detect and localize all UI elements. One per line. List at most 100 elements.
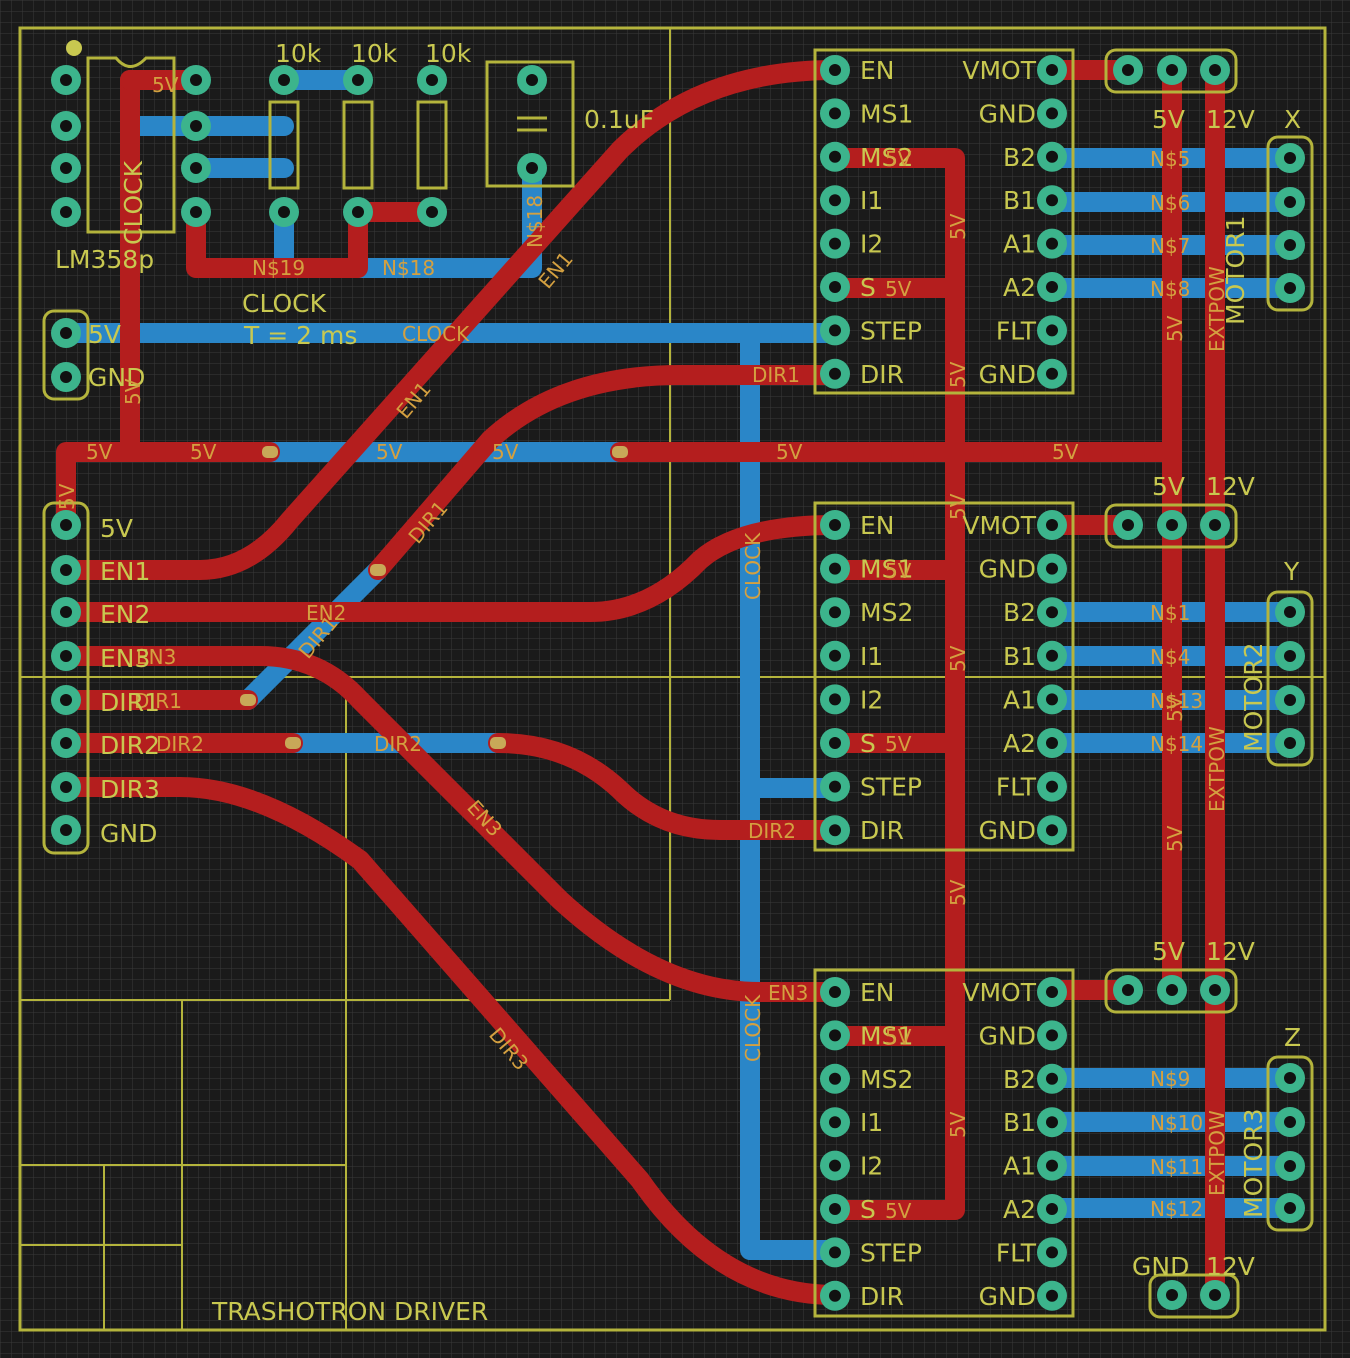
driver-pin-label: B1 [1003,186,1036,215]
motor1-header-outline [1266,135,1314,312]
rail-5v-label: 5V [1052,440,1079,464]
pad-hole [60,519,72,531]
driver-5v-label: 5V [885,1199,912,1223]
pad-hole [190,206,202,218]
trace-top-dir1 [368,365,845,580]
motor2-name-label: MOTOR2 [1239,643,1268,752]
pad-hole [60,781,72,793]
pad-hole [1166,984,1178,996]
pad-hole [829,737,841,749]
pad-hole [1209,1289,1221,1301]
driver-pin-label: I1 [860,186,883,215]
pad-hole [1046,281,1058,293]
driver-5v-label: 5V [885,277,912,301]
pad-hole [829,237,841,250]
motor-net-label: N$9 [1150,1067,1190,1091]
rail-5v-label: 5V [776,440,803,464]
pad-hole [1046,1072,1058,1085]
pad-hole [60,371,72,383]
pad-hole [829,519,841,531]
vmot1-12v-label: 12V [1206,105,1255,134]
driver-pin-label: A2 [1003,729,1036,758]
net-dir2-label: DIR2 [374,732,422,756]
pad-hole [1284,196,1296,208]
pad-hole [829,780,841,793]
rail-5v-label: 5V [86,440,113,464]
pad-hole [1046,324,1058,337]
trace-bottom-dir1 [238,560,388,710]
driver-pin-label: FLT [996,1238,1037,1267]
net-dir2-label: DIR2 [748,819,796,843]
rail-extpow-vertical-label: EXTPOW [1205,266,1229,352]
pad-hole [829,194,841,207]
driver-5v-vertical-label: 5V [946,879,970,906]
net-n19-label: N$19 [252,256,305,280]
pad-hole [526,74,538,86]
motor1-name-label: MOTOR1 [1221,216,1250,325]
pad-hole [1046,780,1058,793]
driver-5v-vertical-label: 5V [946,645,970,672]
pad-hole [60,74,72,86]
pad-hole [1284,1202,1296,1214]
vmot1-header-outline [1104,48,1238,94]
via [612,446,628,458]
resistor1-label: 10k [275,39,322,68]
rail-5v-label: 5V [492,440,519,464]
driver-5v-vertical-label: 5V [946,213,970,240]
board-outline [18,26,1327,1332]
pad-hole [1046,737,1058,749]
driver-pin-label: I1 [860,1108,883,1137]
net-dir1-label: DIR1 [752,363,800,387]
pad-hole [1046,367,1058,380]
driver-5v-label: 5V [885,1025,912,1049]
vmot2-5v-label: 5V [1152,472,1185,501]
ctrl-header-label-dir1: DIR1 [100,688,160,717]
pad-hole [1046,1159,1058,1172]
vmot2-12v-label: 12V [1206,472,1255,501]
driver-pin-label: MS2 [860,1065,913,1094]
driver-pin-label: MS1 [860,1021,913,1050]
vmot3-5v-label: 5V [1152,937,1185,966]
driver-pin-label: VMOT [962,978,1036,1007]
driver-pin-label: S [860,1195,876,1224]
driver-pin-label: A1 [1003,1152,1036,1181]
ctrl-header-label-dir3: DIR3 [100,775,160,804]
pad-hole [1284,1072,1296,1084]
motor-net-label: N$8 [1150,277,1190,301]
pad-hole [1166,519,1178,531]
via [285,737,301,749]
board-title: TRASHOTRON DRIVER [211,1297,488,1326]
pad-hole [352,206,364,218]
pad-hole [1166,1289,1178,1301]
driver-5v-label: 5V [885,732,912,756]
ctrl-header-outline [42,501,90,855]
ctrl-header-label-en3: EN3 [100,644,150,673]
ic-5v-label: 5V [152,73,179,97]
pad-hole [1209,984,1221,996]
pad-hole [829,1203,841,1215]
vmot3-12v-label: 12V [1206,937,1255,966]
pads-layer [51,55,1305,1311]
net-n18-label: N$18 [382,256,435,280]
power-header-outline [42,309,90,401]
driver-5v-vertical-label: 5V [946,361,970,388]
ctrl-header-label-en2: EN2 [100,600,150,629]
driver-pin-label: EN [860,56,895,85]
driver-pin-label: B2 [1003,143,1036,172]
pad-hole [60,120,72,132]
power-5v-label: 5V [88,320,121,349]
driver-pin-label: MS1 [860,99,913,128]
pad-hole [829,150,841,163]
pad-hole [60,564,72,576]
driver-pin-label: MS2 [860,598,913,627]
pad-hole [1046,1116,1058,1129]
motor3-name-label: MOTOR3 [1239,1109,1268,1218]
driver-pin-label: B1 [1003,1108,1036,1137]
driver-pin-label: S [860,273,876,302]
silkscreen-outlines [42,40,1314,1319]
driver-pin-label: EN [860,978,895,1007]
net-clock-vertical-label: CLOCK [741,994,765,1062]
pad-hole [190,162,202,174]
driver-pin-label: GND [979,1021,1036,1050]
resistor3-label: 10k [425,39,472,68]
